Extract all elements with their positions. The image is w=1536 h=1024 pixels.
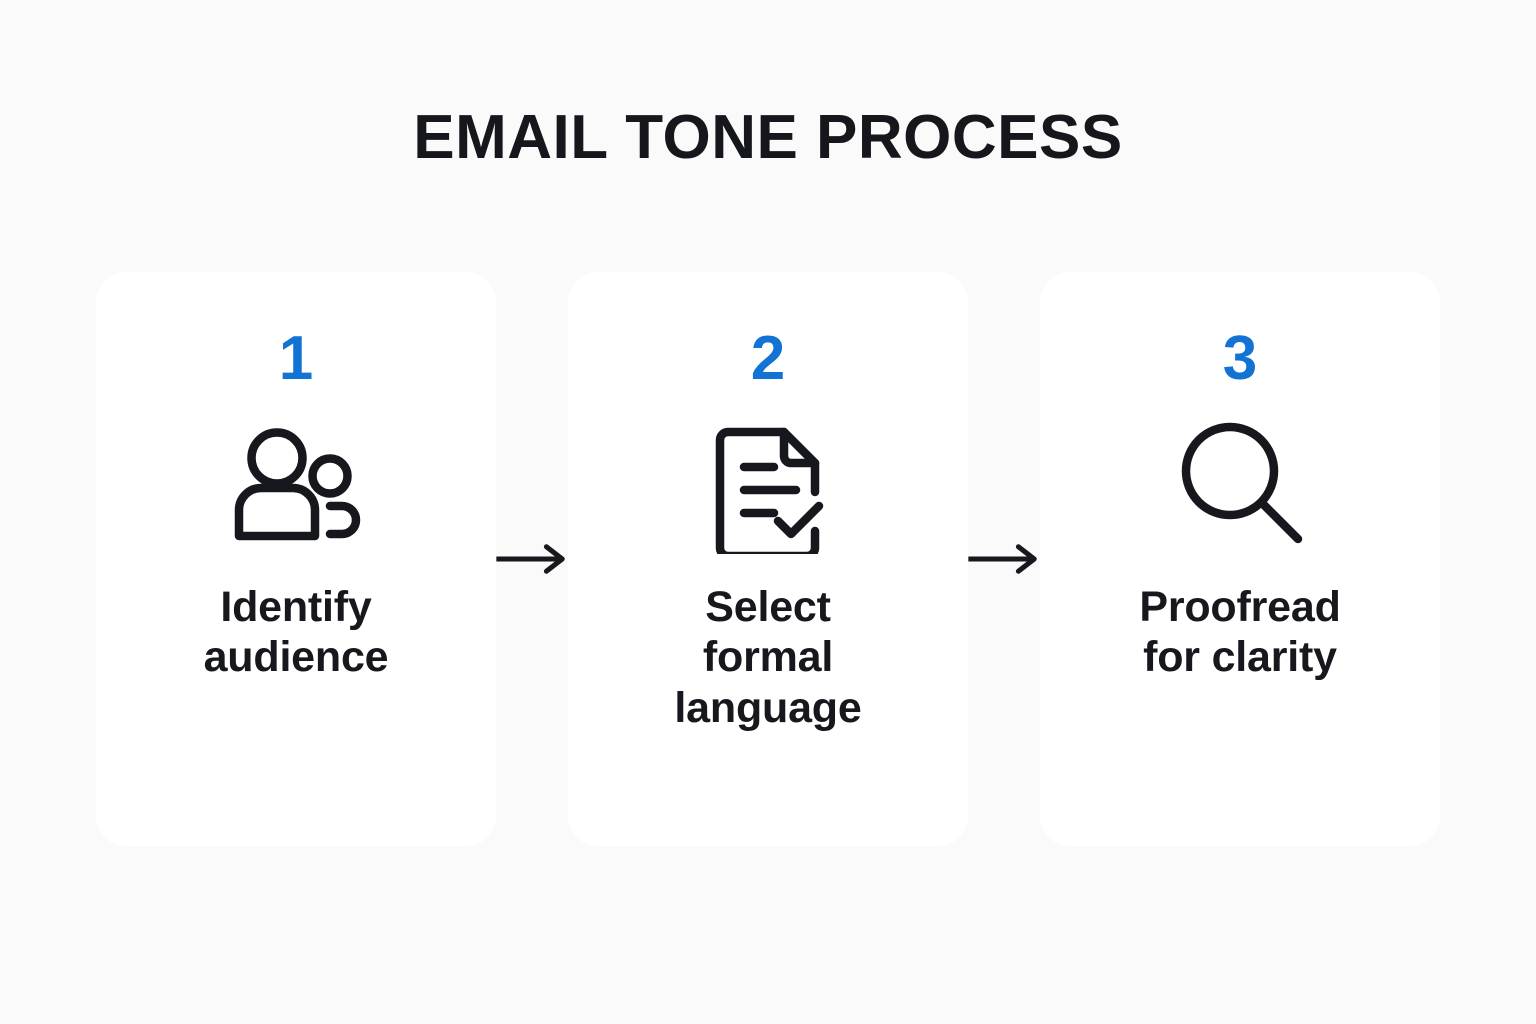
step-label-1: Identify audience — [203, 583, 389, 682]
document-check-icon — [698, 414, 838, 554]
step-number-2: 2 — [750, 324, 786, 393]
process-steps-row: 1 Identify audience 2 — [96, 272, 1440, 846]
page-title: EMAIL TONE PROCESS — [413, 103, 1123, 172]
step-number-1: 1 — [278, 324, 314, 393]
users-icon — [226, 414, 366, 554]
step-label-2: Select formal language — [674, 583, 862, 732]
step-label-3: Proofread for clarity — [1139, 583, 1341, 682]
step-card-2[interactable]: 2 Select formal language — [568, 272, 968, 846]
step-number-3: 3 — [1222, 324, 1258, 393]
step-card-3[interactable]: 3 Proofread for clarity — [1040, 272, 1440, 846]
arrow-right-icon — [496, 272, 568, 846]
step-card-1[interactable]: 1 Identify audience — [96, 272, 496, 846]
magnifier-icon — [1170, 414, 1310, 554]
arrow-right-icon — [968, 272, 1040, 846]
